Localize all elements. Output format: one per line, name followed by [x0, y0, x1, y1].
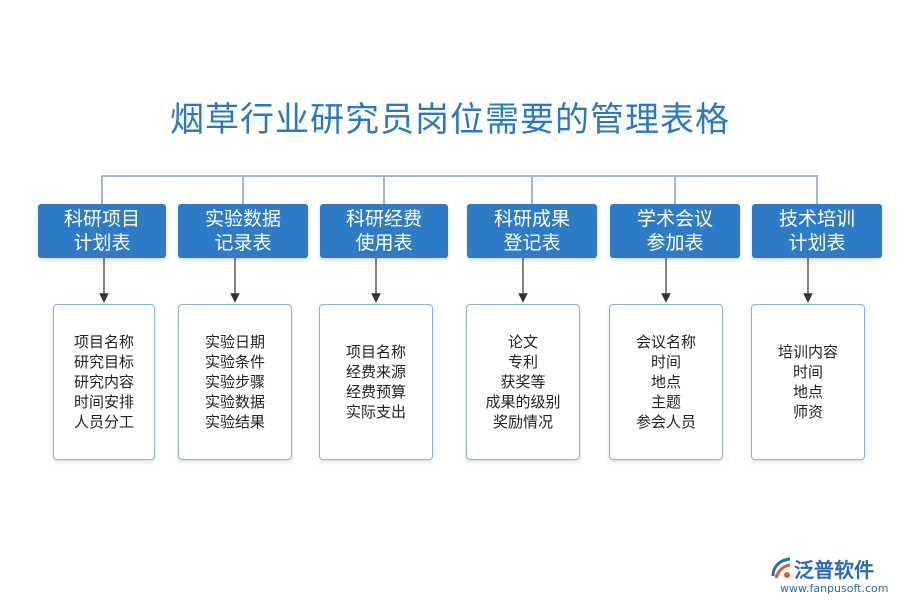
detail-item: 会议名称 [635, 333, 696, 351]
detail-item: 成果的级别 [485, 393, 561, 411]
logo-name: 泛普软件 [794, 558, 874, 582]
detail-item: 专利 [507, 353, 538, 371]
detail-item: 实验数据 [204, 393, 265, 411]
detail-item: 地点 [650, 373, 681, 391]
logo-url: www.fanpusoft.com [780, 582, 889, 595]
detail-item: 研究目标 [73, 353, 134, 371]
category-box-5: 学术会议 参加表 [610, 204, 740, 258]
detail-item: 时间安排 [73, 393, 134, 411]
detail-item: 师资 [792, 403, 823, 421]
detail-item: 主题 [650, 393, 681, 411]
detail-item: 实验结果 [204, 413, 265, 431]
category-label: 实验数据 记录表 [204, 208, 281, 254]
detail-item: 实验日期 [204, 333, 265, 351]
category-box-4: 科研成果 登记表 [467, 204, 597, 258]
detail-item: 实验条件 [204, 353, 265, 371]
logo-mark-icon [771, 557, 791, 579]
detail-item: 时间 [792, 363, 823, 381]
detail-box-6: 培训内容时间地点师资 [751, 304, 865, 460]
detail-item: 培训内容 [777, 343, 838, 361]
fanpu-logo: 泛普软件 www.fanpusoft.com [768, 552, 888, 596]
category-label: 科研成果 登记表 [493, 208, 570, 254]
detail-item: 实验步骤 [204, 373, 265, 391]
category-label: 技术培训 计划表 [778, 208, 855, 254]
detail-item: 时间 [650, 353, 681, 371]
page-title: 烟草行业研究员岗位需要的管理表格 [170, 100, 730, 140]
detail-box-5: 会议名称时间地点主题参会人员 [609, 304, 723, 460]
category-label: 科研项目 计划表 [63, 208, 140, 254]
detail-item: 论文 [507, 333, 538, 351]
category-box-2: 实验数据 记录表 [178, 204, 308, 258]
category-label: 科研经费 使用表 [345, 208, 422, 254]
category-box-3: 科研经费 使用表 [320, 204, 448, 258]
detail-box-3: 项目名称经费来源经费预算实际支出 [319, 304, 433, 460]
detail-item: 获奖等 [500, 373, 546, 391]
detail-box-4: 论文专利获奖等成果的级别奖励情况 [466, 304, 580, 460]
category-box-1: 科研项目 计划表 [38, 204, 166, 258]
detail-item: 奖励情况 [492, 413, 553, 431]
detail-item: 参会人员 [635, 413, 696, 431]
detail-item: 项目名称 [345, 343, 406, 361]
detail-item: 实际支出 [345, 403, 406, 421]
category-box-6: 技术培训 计划表 [752, 204, 882, 258]
detail-item: 经费来源 [345, 363, 406, 381]
detail-item: 经费预算 [345, 383, 406, 401]
detail-box-1: 项目名称研究目标研究内容时间安排人员分工 [53, 304, 155, 460]
detail-item: 地点 [792, 383, 823, 401]
detail-box-2: 实验日期实验条件实验步骤实验数据实验结果 [178, 304, 292, 460]
detail-item: 项目名称 [73, 333, 134, 351]
detail-item: 研究内容 [73, 373, 134, 391]
detail-item: 人员分工 [73, 413, 134, 431]
category-label: 学术会议 参加表 [636, 208, 713, 254]
